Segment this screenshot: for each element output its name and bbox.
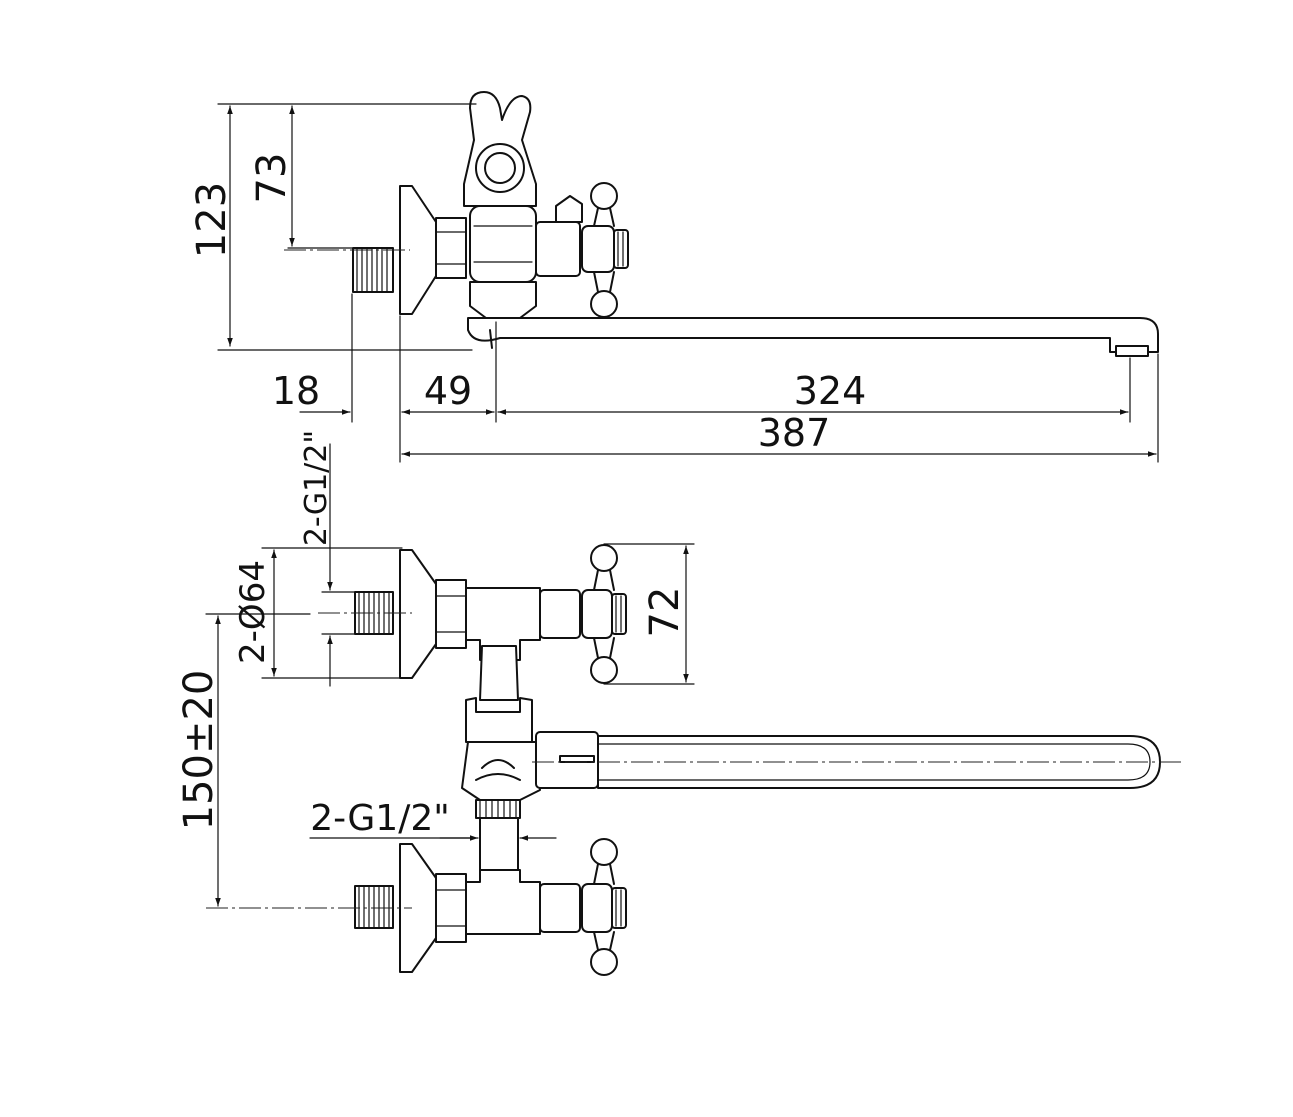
side-view-cross-handle[interactable] — [581, 182, 629, 318]
side-view-spout-base — [469, 281, 537, 319]
top-view-diverter — [461, 697, 541, 819]
side-view-valve-body — [469, 195, 583, 283]
top-view-riser-lower — [479, 817, 519, 873]
dim-49-label: 49 — [424, 369, 472, 413]
top-view-dimensions — [205, 443, 695, 907]
top-view — [206, 544, 1182, 976]
top-view-valve-lower — [465, 869, 581, 935]
top-view-nut-lower — [435, 873, 467, 943]
side-view-flange — [399, 185, 437, 315]
top-view-cross-handle-upper[interactable] — [581, 544, 627, 684]
top-view-flange-upper — [399, 549, 437, 679]
dim-73-label: 73 — [249, 153, 295, 204]
dim-18-label: 18 — [272, 369, 320, 413]
dim-thread-horizontal-label: 2-G1/2" — [310, 798, 450, 839]
top-view-valve-upper — [465, 587, 581, 661]
side-view-nut — [435, 217, 467, 279]
top-view-spout — [535, 731, 1161, 789]
dim-72-label: 72 — [642, 587, 688, 638]
dim-thread-vertical-label: 2-G1/2" — [299, 430, 334, 546]
side-view-dimensions — [217, 103, 1159, 463]
dim-spacing-label: 150±20 — [176, 670, 222, 831]
top-view-cross-handle-lower[interactable] — [581, 838, 627, 976]
side-view-thread — [352, 247, 394, 293]
top-view-nut-upper — [435, 579, 467, 649]
dim-387-label: 387 — [758, 411, 831, 455]
dim-flange-dia-label: 2-Ø64 — [233, 560, 273, 664]
dim-324-label: 324 — [794, 369, 867, 413]
side-view-shower-holder — [463, 91, 537, 207]
dim-123-label: 123 — [189, 182, 235, 258]
top-view-riser-upper — [479, 645, 519, 701]
top-view-thread-lower — [354, 885, 394, 929]
side-view-spout — [467, 317, 1159, 357]
side-view — [284, 91, 1159, 357]
